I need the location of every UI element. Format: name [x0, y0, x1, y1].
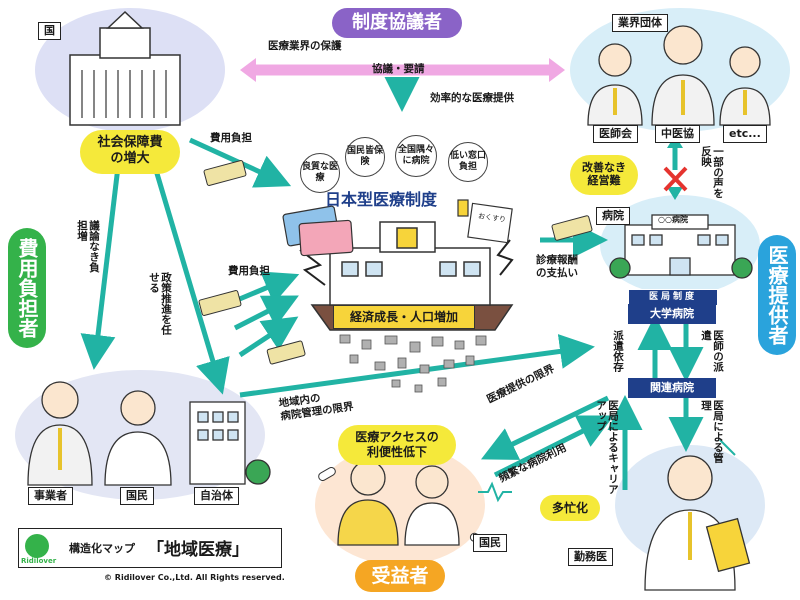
rubble-icon: [339, 334, 487, 393]
seisaku-suishin-label: 政策推進を任せる: [148, 272, 172, 335]
map-label: 構造化マップ: [69, 542, 135, 555]
gyokai-dantai-label: 業界団体: [612, 14, 668, 32]
insurance-card-icon: [282, 205, 354, 257]
hiyo-futan-top-label: 費用負担: [210, 132, 252, 144]
daigaku-byoin-box: 大学病院: [628, 304, 716, 324]
ridilover-logo-icon: [25, 534, 49, 558]
chuikyo-label: 中医協: [655, 125, 700, 143]
kinmui-doctor-icon: [644, 455, 751, 591]
kokumin-bottom-label: 国民: [473, 534, 507, 552]
giron-naki-label: 議論なき負担増: [76, 220, 100, 273]
hiyo-futansha-title: 費用負担者: [8, 228, 46, 348]
jigyosha-person-icon: [27, 381, 93, 486]
juekisha-title: 受益者: [355, 560, 445, 592]
kyogi-yosei-label: 協議・要請: [372, 63, 425, 75]
ikyoku-kanri-label: 医局による管理: [700, 400, 724, 463]
seido-kyogisha-title: 制度協議者: [332, 8, 462, 38]
etc-label: etc...: [723, 125, 767, 143]
koritsu-label: 効率的な医療提供: [430, 92, 514, 104]
feature-hospitals: 全国隅々に病院: [395, 135, 437, 177]
iryo-teikyosha-title: 医療提供者: [758, 235, 796, 355]
money-icon: [198, 160, 593, 365]
byoin-building-icon: [609, 214, 753, 279]
access-badge: 医療アクセスの 利便性低下: [338, 425, 456, 465]
ichibu-koe-label: 一部の声を反映: [700, 146, 724, 199]
flow-kuni-to-people: [80, 149, 123, 370]
feature-quality: 良質な医療: [300, 153, 340, 193]
feature-low-burden: 低い窓口負担: [448, 142, 488, 182]
medicine-bag-icon: [457, 199, 513, 244]
jigyosha-label: 事業者: [28, 487, 73, 505]
copyright: © Ridilover Co.,Ltd. All Rights reserved…: [104, 573, 285, 582]
ishikai-label: 医師会: [593, 125, 638, 143]
flow-jichitai-to-byoin: [239, 334, 595, 398]
map-title: 「地域医療」: [147, 540, 249, 560]
kuni-label: 国: [38, 22, 61, 40]
flow-kuni-to-seido: [188, 137, 292, 188]
heartbeat-icon: [478, 481, 512, 503]
kokumin-person-icon: [104, 390, 172, 486]
shinryo-hoshu-label: 診療報酬 の支払い: [536, 254, 578, 279]
jichitai-building-icon: [189, 401, 271, 485]
ikyoku-career-label: 医局によるキャリアアップ: [595, 400, 619, 495]
kinmui-label: 勤務医: [568, 548, 613, 566]
kuni-building-icon: [69, 10, 181, 126]
nihon-gata-title: 日本型医療制度: [325, 190, 438, 209]
hiyo-futan-mid-label: 費用負担: [228, 265, 270, 277]
map-title-box: Ridilover 構造化マップ 「地域医療」: [18, 528, 282, 568]
keizai-banner: 経済成長・人口増加: [333, 305, 475, 329]
byoin-sign: ○○病院: [658, 215, 688, 224]
gyokai-people-icon: [587, 25, 771, 126]
flow-kuni-to-jichitai: [147, 149, 230, 395]
haken-izon-label: 派遣依存: [612, 330, 624, 372]
kaizen-naki-badge: 改善なき 経営難: [570, 155, 638, 195]
shakai-hosho-badge: 社会保障費 の増大: [80, 130, 180, 174]
elderly-people-icon: [337, 460, 460, 546]
feature-kaihoken: 国民皆保険: [345, 137, 385, 177]
taboka-badge: 多忙化: [540, 495, 600, 521]
hogo-label: 医療業界の保護: [268, 40, 342, 52]
logo-text: Ridilover: [21, 557, 57, 565]
ishi-haken-label: 医師の派遣: [700, 330, 724, 372]
byoin-label: 病院: [596, 207, 630, 225]
kanren-byoin-box: 関連病院: [628, 378, 716, 398]
kokumin-left-label: 国民: [120, 487, 154, 505]
jichitai-label: 自治体: [194, 487, 239, 505]
